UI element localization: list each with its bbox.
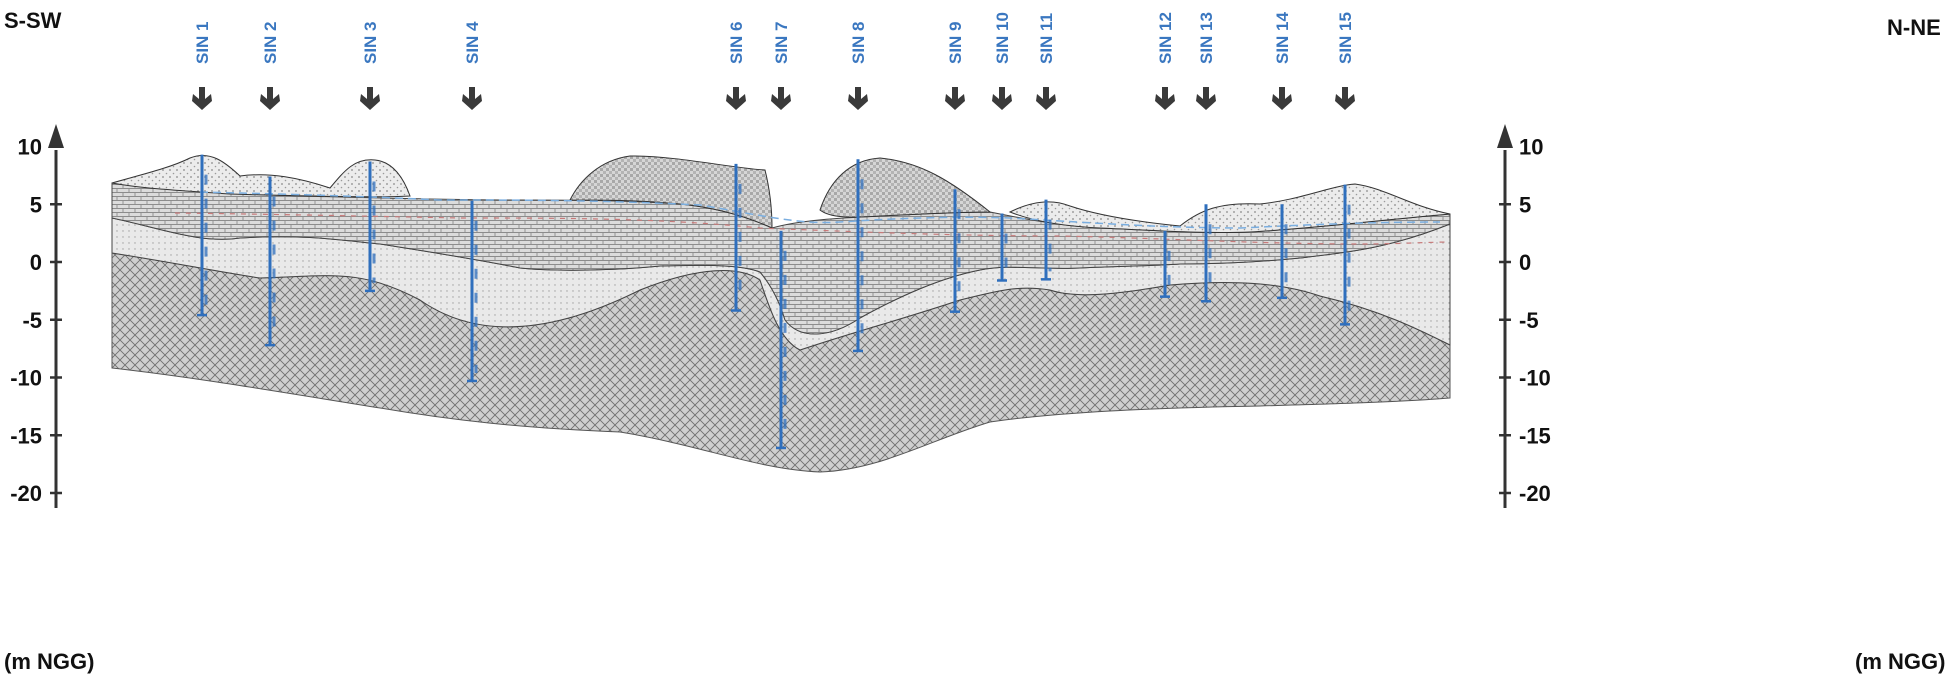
axis-tick-label: 5 xyxy=(1519,192,1531,217)
water-table-line xyxy=(199,191,1441,229)
borehole-label: SIN 9 xyxy=(946,21,965,64)
left-axis xyxy=(48,124,64,508)
borehole: SIN 4 xyxy=(462,21,482,383)
borehole: SIN 6 xyxy=(726,21,746,312)
right-axis-arrowhead xyxy=(1497,124,1513,148)
left-axis-ticks: 10 5 0 -5 -10 -15 -20 xyxy=(10,135,62,506)
borehole-label: SIN 6 xyxy=(727,21,746,64)
axis-tick-label: -5 xyxy=(1519,308,1539,333)
borehole-label: SIN 1 xyxy=(193,21,212,64)
borehole-arrow-icon xyxy=(360,87,380,110)
direction-label-right: N-NE xyxy=(1887,15,1941,40)
borehole: SIN 11 xyxy=(1036,13,1056,281)
right-axis xyxy=(1497,124,1513,508)
borehole: SIN 3 xyxy=(360,21,380,293)
borehole-arrow-icon xyxy=(945,87,965,110)
borehole-arrow-icon xyxy=(1036,87,1056,110)
axis-tick-label: -10 xyxy=(10,366,42,391)
axis-tick-label: -5 xyxy=(22,308,42,333)
borehole-label: SIN 12 xyxy=(1156,12,1175,64)
axis-tick-label: 10 xyxy=(18,135,42,160)
borehole-label: SIN 8 xyxy=(849,21,868,64)
borehole: SIN 10 xyxy=(992,12,1012,282)
right-axis-ticks: 10 5 0 -5 -10 -15 -20 xyxy=(1499,135,1551,506)
borehole: SIN 12 xyxy=(1155,12,1175,298)
borehole: SIN 14 xyxy=(1272,11,1292,300)
borehole: SIN 13 xyxy=(1196,12,1216,303)
layer-top-checks-right xyxy=(819,157,992,218)
borehole: SIN 15 xyxy=(1335,12,1355,326)
axis-tick-label: -10 xyxy=(1519,366,1551,391)
axis-tick-label: 0 xyxy=(1519,250,1531,275)
direction-label-left: S-SW xyxy=(4,8,62,33)
axis-tick-label: -20 xyxy=(10,481,42,506)
unit-label-left: (m NGG) xyxy=(4,649,94,674)
left-axis-arrowhead xyxy=(48,124,64,148)
reference-line-red xyxy=(174,212,1451,245)
axis-tick-label: -20 xyxy=(1519,481,1551,506)
axis-tick-label: -15 xyxy=(1519,423,1551,448)
borehole: SIN 1 xyxy=(192,21,212,317)
axis-tick-label: 5 xyxy=(30,192,42,217)
borehole: SIN 8 xyxy=(848,21,868,353)
borehole-arrow-icon xyxy=(1272,87,1292,110)
axis-tick-label: 10 xyxy=(1519,135,1543,160)
borehole-arrow-icon xyxy=(462,87,482,110)
borehole-label: SIN 7 xyxy=(772,21,791,64)
borehole-arrow-icon xyxy=(260,87,280,110)
layer-top-checks-center xyxy=(569,155,773,229)
borehole-arrow-icon xyxy=(192,87,212,110)
borehole-arrow-icon xyxy=(848,87,868,110)
borehole: SIN 7 xyxy=(771,21,791,450)
layer-top-dots-left xyxy=(111,154,411,198)
borehole: SIN 9 xyxy=(945,21,965,313)
unit-label-right: (m NGG) xyxy=(1855,649,1945,674)
borehole-arrow-icon xyxy=(726,87,746,110)
borehole-label: SIN 3 xyxy=(361,21,380,64)
borehole-label: SIN 2 xyxy=(261,21,280,64)
borehole-label: SIN 14 xyxy=(1273,11,1292,64)
borehole-label: SIN 10 xyxy=(993,12,1012,64)
layer-top-dots-far-right xyxy=(1008,183,1451,234)
borehole-label: SIN 4 xyxy=(463,21,482,64)
borehole-label: SIN 15 xyxy=(1336,12,1355,64)
borehole-label: SIN 13 xyxy=(1197,12,1216,64)
axis-tick-label: 0 xyxy=(30,250,42,275)
borehole-arrow-icon xyxy=(771,87,791,110)
borehole-arrow-icon xyxy=(1155,87,1175,110)
borehole-arrow-icon xyxy=(992,87,1012,110)
boreholes: SIN 1 SIN 2 SIN 3 SIN 4 SIN 6 SIN 7 SIN 8 SIN 9… xyxy=(192,11,1355,450)
borehole-arrow-icon xyxy=(1196,87,1216,110)
borehole-arrow-icon xyxy=(1335,87,1355,110)
borehole: SIN 2 xyxy=(260,21,280,347)
borehole-label: SIN 11 xyxy=(1037,13,1056,64)
axis-tick-label: -15 xyxy=(10,423,42,448)
